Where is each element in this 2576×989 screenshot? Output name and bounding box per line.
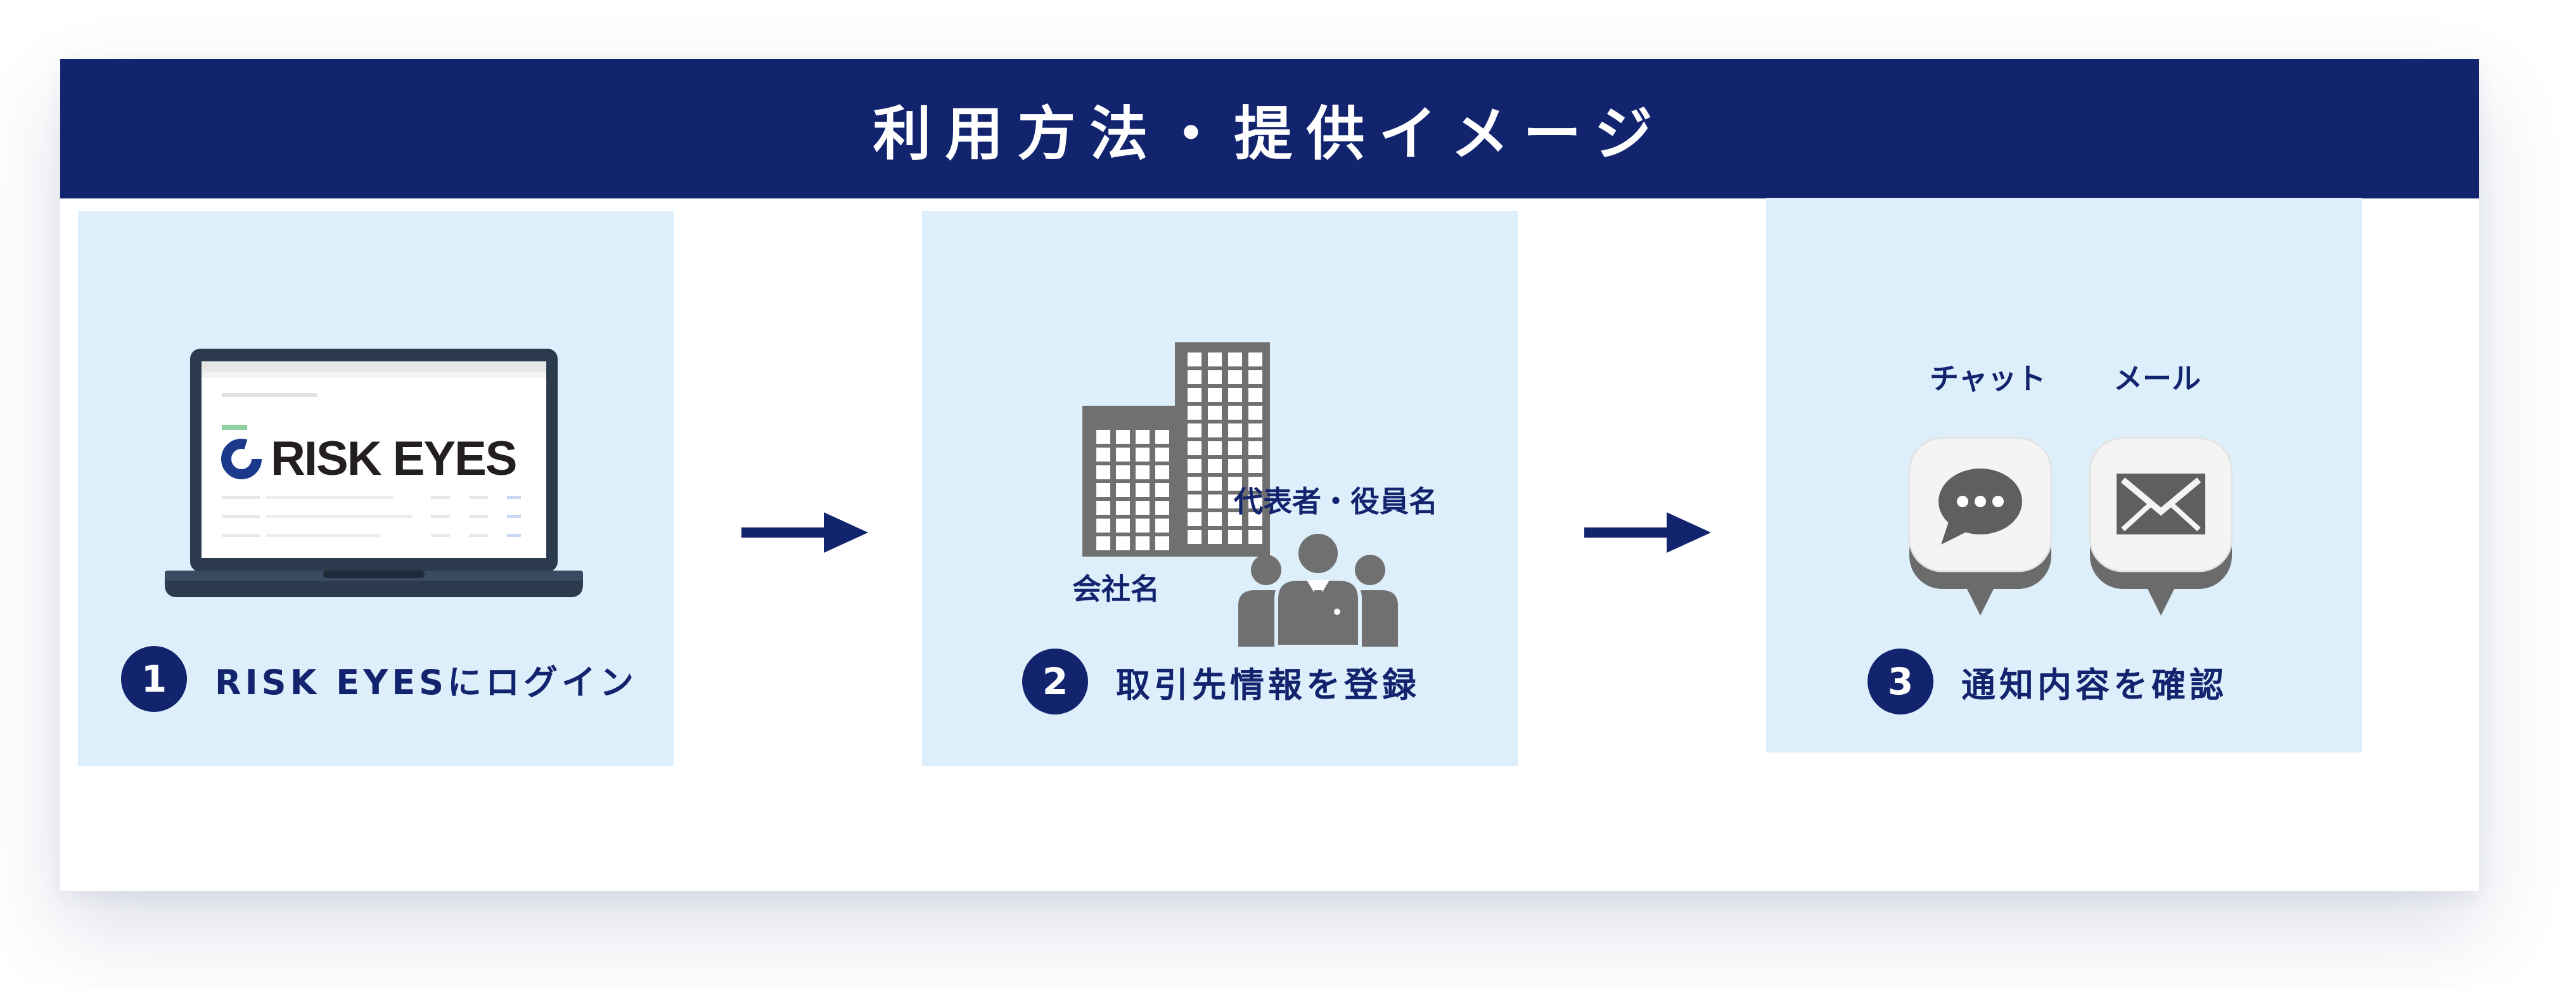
building-window xyxy=(1208,459,1222,473)
building-window xyxy=(1228,459,1242,473)
mail-icon xyxy=(2089,437,2233,616)
building-window xyxy=(1228,512,1242,526)
building-window xyxy=(1155,536,1169,550)
building-window xyxy=(1155,430,1169,444)
building-window xyxy=(1228,352,1242,366)
building-window xyxy=(1228,441,1242,455)
building-window xyxy=(1208,370,1222,384)
building-window xyxy=(1248,459,1262,473)
building-window xyxy=(1188,494,1201,508)
building-window xyxy=(1248,494,1262,508)
building-window xyxy=(1116,536,1130,550)
building-window xyxy=(1248,512,1262,526)
building-window xyxy=(1228,477,1242,491)
building-window xyxy=(1228,370,1242,384)
building-window xyxy=(1188,441,1201,455)
building-window xyxy=(1188,477,1201,491)
risk-eyes-logo: RISK EYES xyxy=(219,431,517,486)
building-window xyxy=(1208,406,1222,420)
building-window xyxy=(1116,448,1130,462)
building-window xyxy=(1208,530,1222,544)
company-name-label: 会社名 xyxy=(1072,572,1160,606)
building-window xyxy=(1248,441,1262,455)
representative-name-label: 代表者・役員名 xyxy=(1234,484,1438,519)
building-window xyxy=(1188,530,1201,544)
building-window xyxy=(1096,501,1110,515)
building-window xyxy=(1248,370,1262,384)
building-window xyxy=(1228,494,1242,508)
step-label: 取引先情報を登録 xyxy=(1116,664,1420,705)
mail-label: メール xyxy=(2113,361,2201,396)
building-window xyxy=(1188,423,1201,437)
building-window xyxy=(1096,430,1110,444)
building-window xyxy=(1208,423,1222,437)
step-3: 3 通知内容を確認 xyxy=(1868,649,2227,714)
building-window xyxy=(1188,406,1201,420)
building-window xyxy=(1155,519,1169,533)
building-window xyxy=(1136,465,1150,479)
building-window xyxy=(1208,512,1222,526)
step-number-badge: 2 xyxy=(1022,649,1088,714)
risk-eyes-logo-icon xyxy=(221,438,262,479)
building-window xyxy=(1155,465,1169,479)
arrow-right-icon xyxy=(1584,512,1711,553)
header-banner: 利用方法・提供イメージ xyxy=(60,59,2479,198)
building-window xyxy=(1136,536,1150,550)
building-window xyxy=(1096,448,1110,462)
chat-label: チャット xyxy=(1930,361,2046,396)
building-window xyxy=(1136,519,1150,533)
building-window xyxy=(1116,519,1130,533)
arrow-right-icon xyxy=(741,512,868,553)
building-window xyxy=(1155,483,1169,497)
page-title: 利用方法・提供イメージ xyxy=(873,100,1667,168)
panel-step-3 xyxy=(1766,198,2362,753)
building-window xyxy=(1096,483,1110,497)
building-window xyxy=(1248,423,1262,437)
building-window xyxy=(1136,483,1150,497)
building-window xyxy=(1136,501,1150,515)
logo-text: RISK EYES xyxy=(271,432,517,486)
building-window xyxy=(1248,388,1262,402)
building-window xyxy=(1228,423,1242,437)
building-window xyxy=(1096,465,1110,479)
building-window xyxy=(1188,512,1201,526)
building-window xyxy=(1188,370,1201,384)
building-window xyxy=(1096,519,1110,533)
building-window xyxy=(1136,430,1150,444)
building-window xyxy=(1248,530,1262,544)
people-icon xyxy=(1238,530,1398,647)
building-window xyxy=(1248,477,1262,491)
building-window xyxy=(1116,501,1130,515)
building-window xyxy=(1228,530,1242,544)
building-window xyxy=(1116,430,1130,444)
building-window xyxy=(1208,352,1222,366)
building-window xyxy=(1136,448,1150,462)
building-window xyxy=(1228,388,1242,402)
building-window xyxy=(1116,465,1130,479)
building-window xyxy=(1116,483,1130,497)
building-window xyxy=(1155,501,1169,515)
building-window xyxy=(1188,352,1201,366)
building-window xyxy=(1208,477,1222,491)
step-number-badge: 1 xyxy=(121,646,187,712)
building-window xyxy=(1228,406,1242,420)
building-window xyxy=(1248,406,1262,420)
building-window xyxy=(1096,536,1110,550)
building-window xyxy=(1188,459,1201,473)
building-window xyxy=(1208,388,1222,402)
building-window xyxy=(1188,388,1201,402)
step-label: 通知内容を確認 xyxy=(1961,664,2227,705)
step-1: 1 RISK EYESにログイン xyxy=(121,646,638,712)
step-label: RISK EYESにログイン xyxy=(215,662,638,702)
building-window xyxy=(1248,352,1262,366)
building-window xyxy=(1208,494,1222,508)
building-window xyxy=(1155,448,1169,462)
step-number-badge: 3 xyxy=(1868,649,1933,714)
building-window xyxy=(1208,441,1222,455)
step-2: 2 取引先情報を登録 xyxy=(1022,649,1420,714)
buildings-icon xyxy=(1082,342,1270,557)
chat-icon xyxy=(1908,437,2053,616)
